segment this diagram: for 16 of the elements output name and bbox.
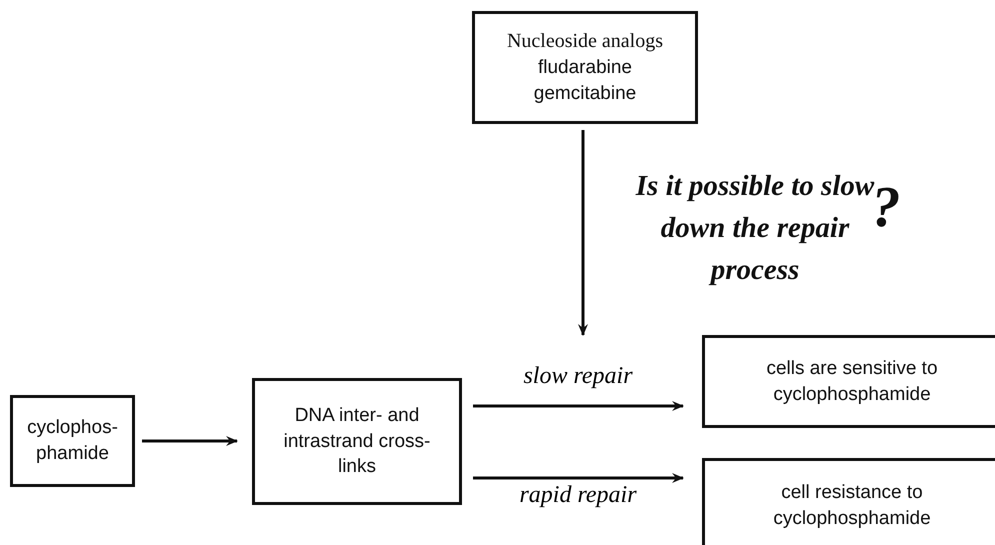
box-text: cell resistance to cyclophosphamide — [772, 480, 932, 530]
box-text: fludarabine gemcitabine — [532, 56, 638, 106]
arrow — [578, 130, 588, 336]
box-text: cyclophos- phamide — [26, 416, 119, 466]
process-box — [702, 458, 995, 545]
box-text: DNA inter- and intrastrand cross-links — [282, 404, 432, 480]
box-text: Nucleoside analogs — [506, 29, 664, 54]
edge-label: slow repair — [521, 363, 635, 390]
process-box — [10, 395, 135, 487]
process-box — [472, 11, 698, 124]
arrow — [142, 436, 238, 446]
arrow — [473, 473, 684, 483]
arrow — [473, 401, 684, 411]
process-box — [252, 378, 462, 505]
process-box — [702, 335, 995, 428]
box-text: cells are sensitive to cyclophosphamide — [765, 356, 939, 406]
